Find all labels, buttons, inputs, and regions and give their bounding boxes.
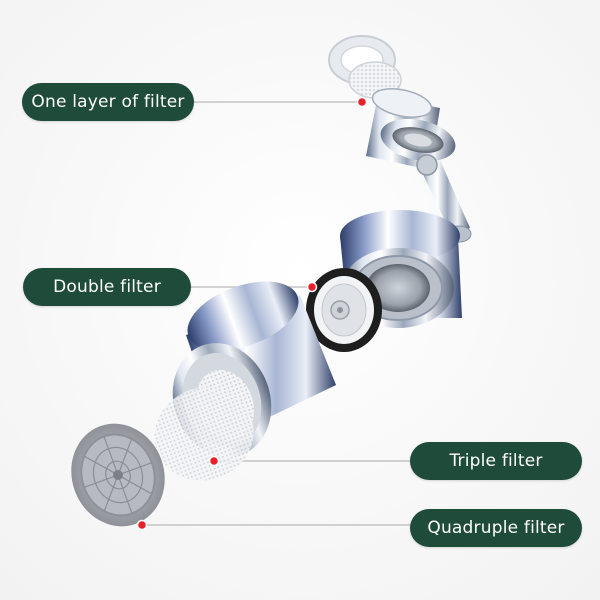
double-filter-disc [306,268,382,352]
marker-dot-double [306,281,318,293]
label-triple-filter: Triple filter [410,442,582,480]
label-one-layer-text: One layer of filter [31,92,185,112]
label-quadruple-text: Quadruple filter [427,518,565,538]
mesh-layer [154,387,254,481]
label-double-filter: Double filter [23,268,191,306]
marker-dot-quadruple [136,519,148,531]
middle-connector [340,210,462,328]
label-one-layer-of-filter: One layer of filter [22,83,194,121]
label-quadruple-filter: Quadruple filter [410,509,582,547]
aerator-grid [71,423,165,527]
label-triple-text: Triple filter [449,451,543,471]
marker-dots [136,96,368,531]
leader-lines [142,101,410,526]
top-connector [366,88,456,170]
marker-dot-one-layer [356,96,368,108]
marker-dot-triple [208,455,220,467]
label-double-text: Double filter [53,277,161,297]
